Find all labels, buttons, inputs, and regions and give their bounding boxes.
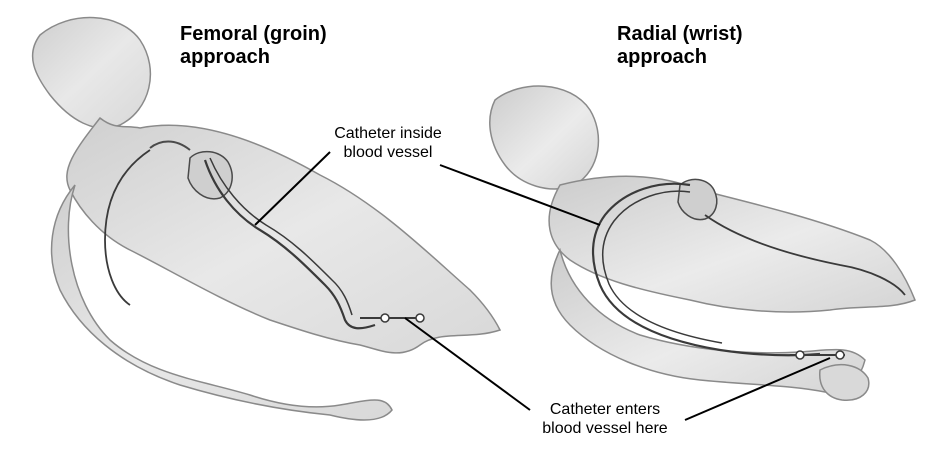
femoral-figure — [33, 18, 500, 420]
catheter-enters-label: Catheter enters blood vessel here — [525, 400, 685, 438]
radial-figure — [490, 86, 915, 400]
femoral-figure-head — [33, 18, 151, 129]
radial-figure-hand — [820, 365, 869, 401]
catheter-inside-label: Catheter inside blood vessel — [318, 124, 458, 162]
femoral-approach-title: Femoral (groin) approach — [180, 23, 327, 69]
radial-approach-title: Radial (wrist) approach — [617, 23, 743, 69]
radial-figure-head — [490, 86, 599, 189]
